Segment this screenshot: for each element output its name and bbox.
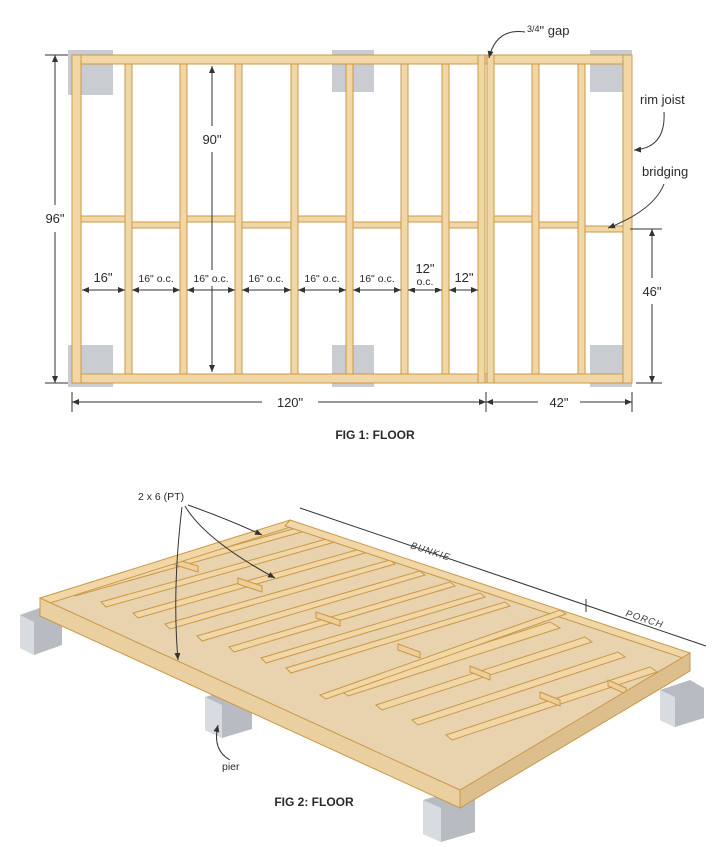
rim-joist-gap-b bbox=[486, 54, 495, 384]
joist bbox=[124, 63, 133, 375]
spacing-label: 12" bbox=[415, 261, 434, 276]
bridging-block bbox=[352, 221, 402, 229]
bridging-block bbox=[493, 215, 533, 223]
bridging-block bbox=[131, 221, 181, 229]
rim-joist-bottom bbox=[71, 373, 633, 384]
label-bg bbox=[299, 270, 345, 286]
porch-label: PORCH bbox=[624, 608, 665, 631]
label-bg bbox=[133, 270, 179, 286]
overall-dimension-line bbox=[299, 507, 707, 647]
bridging-block bbox=[584, 225, 624, 233]
label-bg bbox=[450, 270, 477, 286]
bridging-block bbox=[237, 577, 263, 593]
spacing-label: 16" o.c. bbox=[359, 273, 394, 285]
rim-joist-gap-a bbox=[477, 54, 486, 384]
spacing-label: 16" bbox=[93, 270, 112, 285]
lumber-label: 2 x 6 (PT) bbox=[138, 491, 184, 503]
gap-fraction: 3/4 bbox=[527, 24, 540, 34]
bridging-block bbox=[297, 215, 347, 223]
joist bbox=[260, 592, 487, 664]
joist bbox=[400, 63, 409, 375]
joist bbox=[410, 651, 627, 726]
bridging-block bbox=[397, 643, 421, 659]
spacing-label: 12" bbox=[454, 270, 473, 285]
rim-joist-label: rim joist bbox=[640, 92, 685, 107]
bridging-block bbox=[315, 611, 341, 627]
bridging-label: bridging bbox=[642, 164, 688, 179]
spacing-label: 16" o.c. bbox=[304, 273, 339, 285]
bridging-block bbox=[448, 221, 479, 229]
label-bg bbox=[409, 262, 441, 288]
porch-divider bbox=[318, 609, 568, 700]
joist bbox=[345, 63, 354, 375]
lumber-leader bbox=[187, 504, 263, 536]
joist bbox=[196, 570, 427, 642]
bridging-block bbox=[80, 215, 126, 223]
dim-90-label: 90" bbox=[202, 132, 221, 147]
bridging-block bbox=[407, 215, 443, 223]
gap-leader bbox=[487, 31, 526, 59]
spacing-label: o.c. bbox=[417, 276, 434, 288]
dim-96-label: 96" bbox=[45, 211, 64, 226]
lumber-leader bbox=[184, 505, 276, 579]
label-bg bbox=[243, 270, 290, 286]
dim-46-label: 46" bbox=[642, 284, 661, 299]
joist bbox=[228, 581, 457, 653]
label-bg bbox=[188, 270, 234, 286]
joist bbox=[164, 559, 397, 630]
fig1-plan: 96" 90" 46" 120" 42" bbox=[45, 23, 688, 442]
joist bbox=[234, 63, 243, 375]
deck-interior bbox=[40, 520, 690, 790]
bridging-block bbox=[186, 215, 236, 223]
bridging-block bbox=[469, 665, 491, 681]
spacing-dimensions: 16" 16" o.c. 16" o.c. 16" o.c. 16" o.c. … bbox=[82, 261, 478, 293]
bridging-leader bbox=[607, 183, 665, 229]
joist bbox=[290, 63, 299, 375]
gap-label: 3/4" gap bbox=[527, 23, 569, 38]
label-bg bbox=[196, 130, 228, 148]
bridging bbox=[171, 557, 627, 707]
fig1-caption: FIG 1: FLOOR bbox=[335, 428, 415, 442]
label-bg bbox=[354, 270, 400, 286]
joist bbox=[441, 63, 450, 375]
spacing-label: 16" o.c. bbox=[193, 273, 228, 285]
rim-joist-front bbox=[459, 652, 691, 809]
rim-joist-left bbox=[71, 54, 82, 384]
fig2-caption: FIG 2: FLOOR bbox=[274, 795, 354, 809]
bunkie-label: BUNKIE bbox=[409, 540, 452, 563]
joist bbox=[285, 601, 512, 674]
lumber-leader bbox=[174, 506, 183, 661]
bridging-block bbox=[539, 691, 561, 707]
pier-label: pier bbox=[222, 761, 240, 773]
bridging-block bbox=[241, 221, 292, 229]
bridging-block bbox=[538, 221, 579, 229]
spacing-label: 16" o.c. bbox=[248, 273, 283, 285]
pier-leader bbox=[213, 724, 231, 761]
fig2-perspective: BUNKIE PORCH 2 x 6 (PT) pier FIG 2: FLOO… bbox=[20, 491, 707, 842]
joist bbox=[531, 63, 540, 375]
joist bbox=[179, 63, 188, 375]
spacing-label: 16" o.c. bbox=[138, 273, 173, 285]
rim-joist-leader bbox=[633, 111, 665, 153]
label-bg bbox=[86, 270, 122, 286]
gap-text: " gap bbox=[540, 23, 570, 38]
pier bbox=[660, 680, 704, 727]
joist bbox=[444, 666, 659, 741]
joist bbox=[577, 63, 586, 375]
dim-120-label: 120" bbox=[277, 395, 304, 410]
dim-42-label: 42" bbox=[549, 395, 568, 410]
rim-joist-top bbox=[71, 54, 633, 65]
